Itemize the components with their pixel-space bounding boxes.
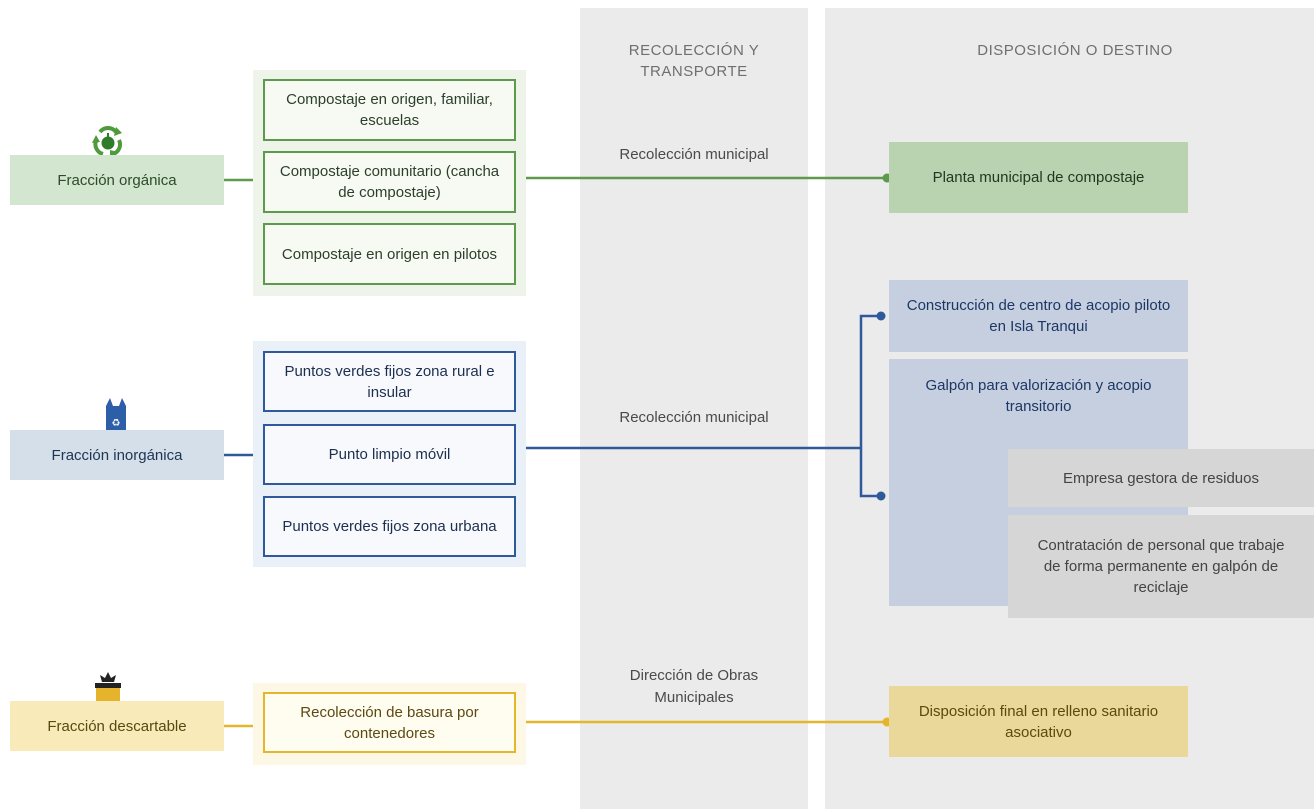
inorganic-collection-label: Recolección municipal xyxy=(619,409,769,426)
inorganic-connector-branch xyxy=(859,314,881,498)
inorganic-destination-galpon: Galpón para valorización y acopio transi… xyxy=(925,377,1152,415)
organic-option-2: Compostaje comunitario (cancha de compos… xyxy=(263,151,516,213)
inorganic-destination-center: Construcción de centro de acopio piloto … xyxy=(889,280,1188,352)
organic-option-3: Compostaje en origen en pilotos xyxy=(263,223,516,285)
disposable-category: Fracción descartable xyxy=(10,701,224,751)
destination-column-header: DISPOSICIÓN O DESTINO xyxy=(977,42,1173,59)
organic-category: Fracción orgánica xyxy=(10,155,224,205)
galpon-child-company: Empresa gestora de residuos xyxy=(1008,449,1314,507)
inorganic-option-3: Puntos verdes fijos zona urbana xyxy=(263,496,516,557)
inorganic-connector-dot-bottom xyxy=(876,491,886,501)
disposable-collection-label: Dirección de Obras Municipales xyxy=(629,667,759,706)
inorganic-category: Fracción inorgánica xyxy=(10,430,224,480)
galpon-child-staff: Contratación de personal que trabaje de … xyxy=(1008,515,1314,618)
inorganic-connector-dot-top xyxy=(876,311,886,321)
disposable-destination: Disposición final en relleno sanitario a… xyxy=(889,686,1188,757)
disposable-option-1: Recolección de basura por contenedores xyxy=(263,692,516,753)
inorganic-option-1: Puntos verdes fijos zona rural e insular xyxy=(263,351,516,412)
svg-text:♻: ♻ xyxy=(112,418,121,429)
recycle-bag-icon: ♻ xyxy=(104,396,128,434)
organic-collection-label: Recolección municipal xyxy=(619,146,769,163)
compost-recycle-icon xyxy=(88,124,128,160)
organic-destination: Planta municipal de compostaje xyxy=(889,142,1188,213)
collection-column-header: RECOLECCIÓN Y TRANSPORTE xyxy=(628,42,760,80)
collection-column xyxy=(580,8,808,809)
organic-option-1: Compostaje en origen, familiar, escuelas xyxy=(263,79,516,141)
inorganic-option-2: Punto limpio móvil xyxy=(263,424,516,485)
